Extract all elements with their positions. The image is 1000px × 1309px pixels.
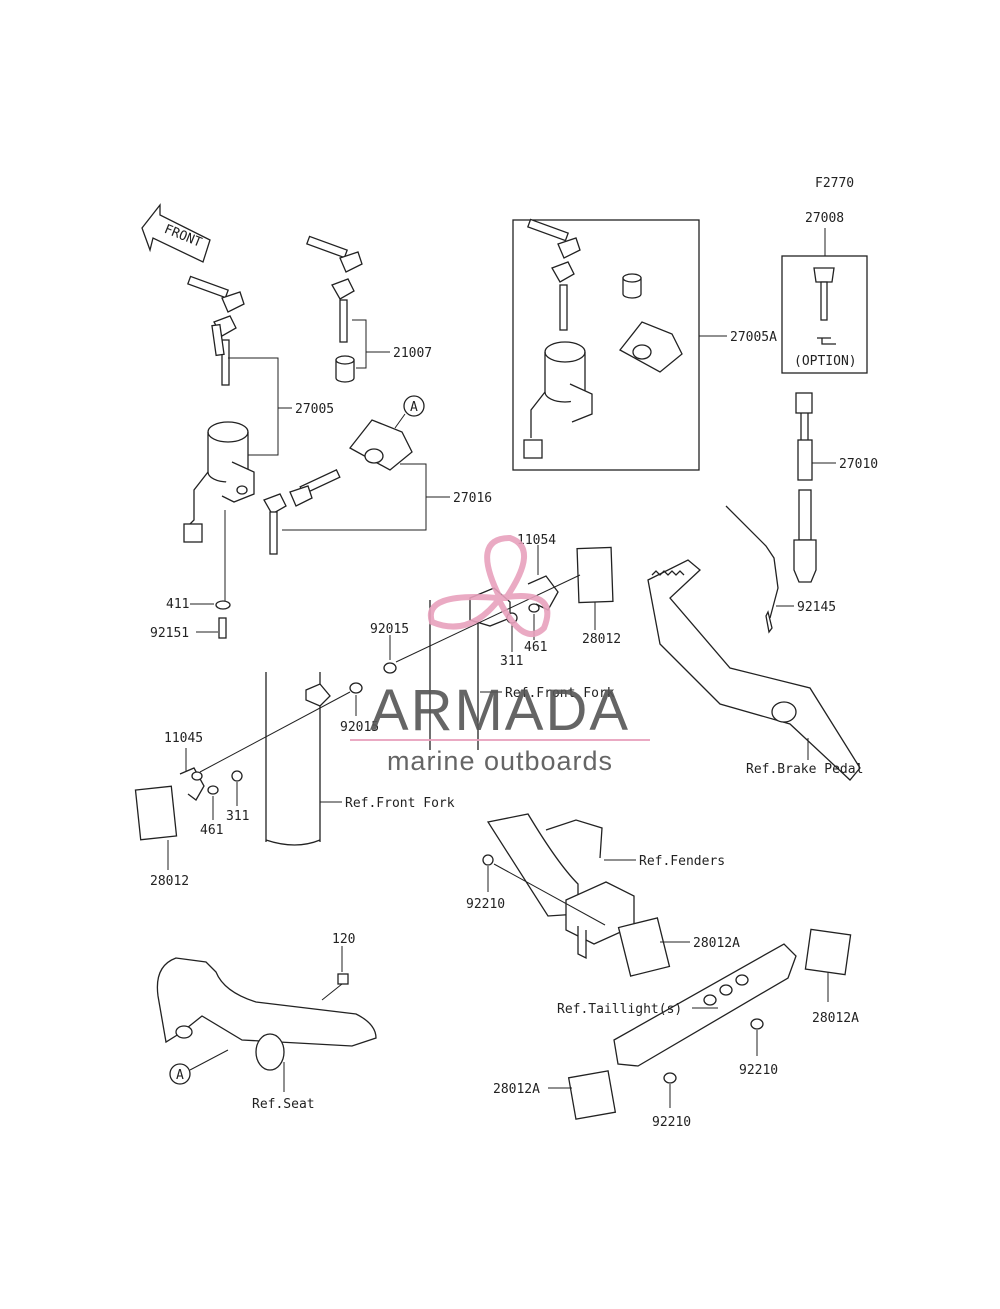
- switch-27010: [793, 392, 817, 583]
- callout-11045: 11045: [164, 731, 203, 746]
- ref-brake-pedal: Ref.Brake Pedal: [746, 762, 863, 777]
- callout-92145: 92145: [797, 600, 836, 615]
- ref-seat: Ref.Seat: [252, 1097, 315, 1112]
- callout-27016: 27016: [453, 491, 492, 506]
- callout-28012-right: 28012: [582, 632, 621, 647]
- seat-lock-27016: A: [263, 395, 425, 555]
- armada-watermark: ARMADA marine outboards: [350, 534, 650, 776]
- washer-411: [215, 600, 231, 610]
- front-arrow: FRONT: [141, 203, 211, 263]
- key-27008: [813, 267, 836, 345]
- figure-code: F2770: [815, 176, 854, 191]
- callout-92015-upper: 92015: [370, 622, 409, 637]
- callout-92151: 92151: [150, 626, 189, 641]
- kit-27005A-box: [512, 219, 700, 471]
- callout-311-upper: 311: [500, 654, 523, 669]
- ignition-keys-left: [187, 275, 245, 386]
- key-set-21007: [306, 235, 363, 383]
- callout-11054: 11054: [517, 533, 556, 548]
- ref-taillights: Ref.Taillight(s): [557, 1002, 682, 1017]
- callout-411: 411: [166, 597, 189, 612]
- option-box: [781, 255, 868, 374]
- ref-fenders: Ref.Fenders: [639, 854, 725, 869]
- ref-a-marker-2: A: [176, 1068, 184, 1083]
- bolt-92151: [218, 617, 227, 639]
- callout-27010: 27010: [839, 457, 878, 472]
- callout-28012-left: 28012: [150, 874, 189, 889]
- ref-a-marker-1: A: [410, 400, 418, 415]
- ref-front-fork-2: Ref.Front Fork: [345, 796, 455, 811]
- watermark-brand: ARMADA: [370, 678, 630, 743]
- callout-92210-lower: 92210: [652, 1115, 691, 1130]
- watermark-tagline: marine outboards: [387, 746, 613, 776]
- callout-28012A-lower: 28012A: [493, 1082, 540, 1097]
- callout-21007: 21007: [393, 346, 432, 361]
- taillight-bracket: [567, 928, 852, 1120]
- kit-27005A-parts: [523, 218, 683, 459]
- callout-461-upper: 461: [524, 640, 547, 655]
- callout-92210-right: 92210: [739, 1063, 778, 1078]
- option-label: (OPTION): [794, 354, 857, 369]
- front-fork-left: [134, 672, 363, 846]
- brake-pedal: [647, 505, 861, 781]
- ref-front-fork-1: Ref.Front Fork: [505, 686, 615, 701]
- seat-bracket: A: [156, 957, 377, 1085]
- fender-bracket: [482, 813, 671, 977]
- callout-461-lower: 461: [200, 823, 223, 838]
- callout-92210-upper: 92210: [466, 897, 505, 912]
- callout-92015-lower: 92015: [340, 720, 379, 735]
- callout-27005: 27005: [295, 402, 334, 417]
- callout-28012A-upper: 28012A: [693, 936, 740, 951]
- callout-28012A-right: 28012A: [812, 1011, 859, 1026]
- callout-311-lower: 311: [226, 809, 249, 824]
- callout-27008: 27008: [805, 211, 844, 226]
- ignition-switch-body: [183, 421, 255, 543]
- callout-120: 120: [332, 932, 355, 947]
- callout-27005A: 27005A: [730, 330, 777, 345]
- propeller-logo: [427, 534, 551, 637]
